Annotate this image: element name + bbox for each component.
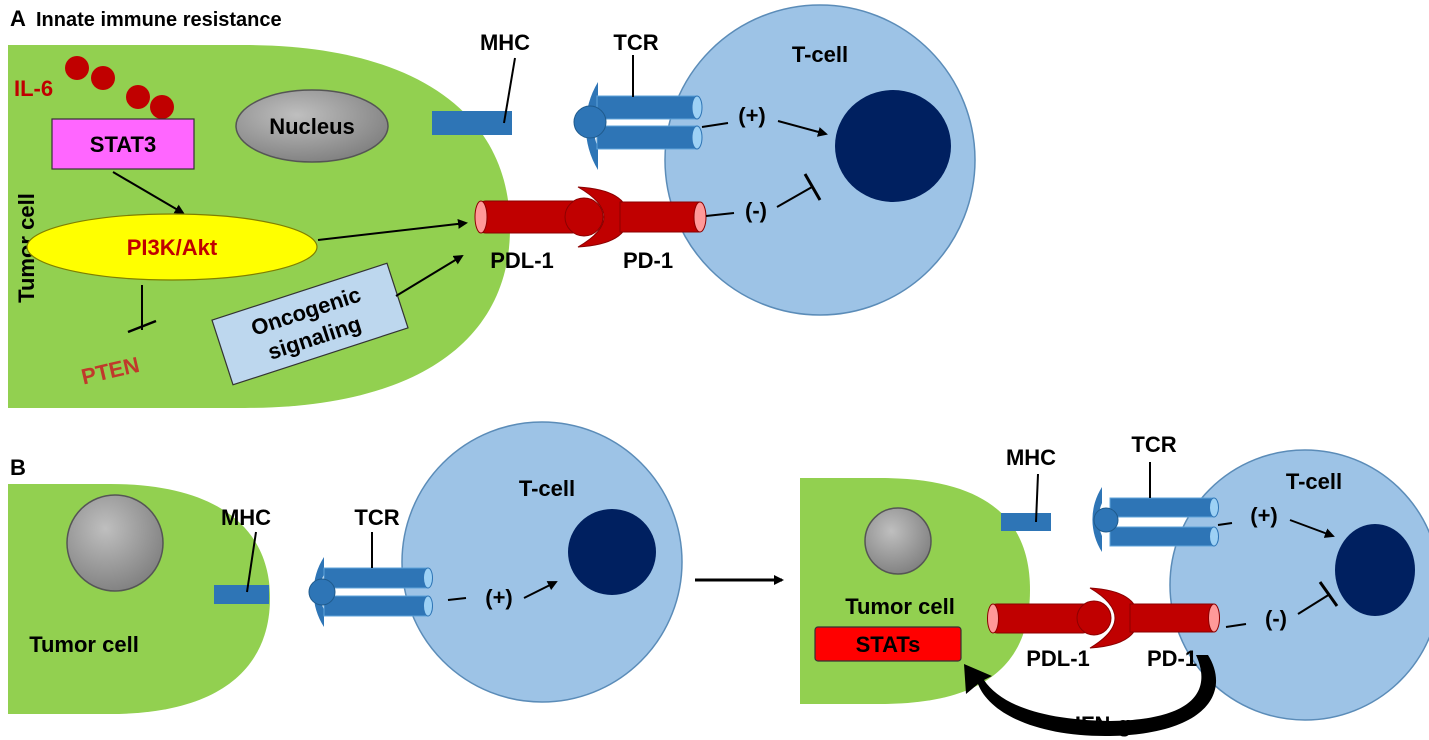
tcell-b-left xyxy=(401,421,683,703)
ifng-label: IFN-g xyxy=(1075,712,1131,737)
tcell-b-left-label: T-cell xyxy=(519,476,575,501)
tcell-a-label: T-cell xyxy=(792,42,848,67)
mhc-b-left-stem xyxy=(214,585,269,604)
plus-b-right-arrow xyxy=(1289,519,1335,538)
pdl1-a-label: PDL-1 xyxy=(490,248,554,273)
tcr-b-left-bar-top xyxy=(323,567,429,589)
tumor-cell-b-right-label: Tumor cell xyxy=(845,594,955,619)
tcell-b-right-label: T-cell xyxy=(1286,469,1342,494)
panel-b-letter: B xyxy=(10,455,26,480)
arrow-pi3k-pdl1 xyxy=(317,218,468,241)
panel-a-title: Innate immune resistance xyxy=(36,9,282,31)
minus-a-inhibit-bar xyxy=(803,173,822,201)
tcr-b-left-ligand xyxy=(308,578,336,606)
pd1-a-bar xyxy=(619,201,701,233)
mhc-a-pointer xyxy=(503,57,516,124)
nucleus-b-left xyxy=(66,494,164,592)
tcr-a-bar-top xyxy=(596,95,698,120)
tcr-b-left-bar-top-end xyxy=(423,567,433,589)
mhc-a-stem xyxy=(432,111,512,135)
tcr-a-bar-bottom-end xyxy=(691,125,703,150)
tcr-b-right-bar-top-end xyxy=(1209,497,1219,518)
pd1-a-label: PD-1 xyxy=(623,248,673,273)
pdl1-b-right-ligand xyxy=(1076,600,1112,636)
plus-b-right-line xyxy=(1217,522,1233,526)
il6-dot-2 xyxy=(91,66,115,90)
nucleus-a-label: Nucleus xyxy=(269,114,355,139)
il6-dot-1 xyxy=(65,56,89,80)
plus-a-line-1 xyxy=(701,122,729,128)
mhc-b-right-stem xyxy=(1001,513,1051,531)
stat3-box xyxy=(51,118,195,170)
tcr-b-right-bar-top xyxy=(1109,497,1215,518)
il6-dot-4 xyxy=(150,95,174,119)
mhc-b-left-label: MHC xyxy=(221,505,271,530)
tcell-b-right xyxy=(1169,449,1429,721)
mhc-a-label: MHC xyxy=(480,30,530,55)
tcr-b-left-bar-bottom xyxy=(323,595,429,617)
pd1-b-right-bar-end xyxy=(1208,603,1220,633)
arrow-stat3-pi3k xyxy=(112,171,185,215)
minus-b-right-line xyxy=(1225,623,1247,628)
tcr-a-ligand xyxy=(573,105,607,139)
pi3k-label: PI3K/Akt xyxy=(127,235,218,260)
inhibit-pi3k-pten-bar xyxy=(127,319,157,334)
nucleus-a xyxy=(235,89,389,163)
plus-b-left-label: (+) xyxy=(485,585,513,610)
tcr-a-label: TCR xyxy=(613,30,658,55)
stats-label: STATs xyxy=(856,632,921,657)
arrow-onco-pdl1 xyxy=(395,254,464,297)
plus-b-left-line xyxy=(447,597,467,601)
pdl1-b-right-bar-end xyxy=(987,603,999,634)
il6-dot-3 xyxy=(126,85,150,109)
tumor-cell-b-left-label: Tumor cell xyxy=(29,632,139,657)
tcr-b-right-ligand xyxy=(1093,507,1119,533)
tcr-b-right-bar-bottom-end xyxy=(1209,526,1219,547)
tcr-b-right-bar-bottom xyxy=(1109,526,1215,547)
plus-b-left-arrow xyxy=(523,581,558,599)
tcr-b-left-label: TCR xyxy=(354,505,399,530)
nucleus-b-right xyxy=(864,507,932,575)
tcr-a-bar-top-end xyxy=(691,95,703,120)
minus-a-inhibit-line xyxy=(776,186,813,208)
tcell-a-nucleus xyxy=(835,90,951,202)
minus-b-right-label: (-) xyxy=(1265,606,1287,631)
minus-a-line xyxy=(705,212,735,217)
panel-a-letter: A xyxy=(10,6,26,31)
minus-b-right-inhibit-bar xyxy=(1318,581,1339,607)
pd1-b-right-label: PD-1 xyxy=(1147,646,1197,671)
pi3k-ellipse xyxy=(26,213,318,281)
stat3-label: STAT3 xyxy=(90,132,156,157)
stats-box xyxy=(814,626,962,662)
pdl1-b-right-label: PDL-1 xyxy=(1026,646,1090,671)
minus-b-right-inhibit-line xyxy=(1297,593,1331,615)
minus-a-label: (-) xyxy=(745,198,767,223)
tcr-b-right-label: TCR xyxy=(1131,432,1176,457)
plus-a-arrow xyxy=(777,120,828,137)
mhc-b-left-pointer xyxy=(246,531,257,593)
pdl1-a-ligand xyxy=(564,197,604,237)
tcell-b-left-nucleus xyxy=(568,509,656,595)
tcr-a-bar-bottom xyxy=(596,125,698,150)
pdl1-b-right-bar xyxy=(989,603,1091,634)
il6-label: IL-6 xyxy=(14,76,53,101)
pd1-b-right-bar xyxy=(1129,603,1215,633)
tcr-b-left-bar-bottom-end xyxy=(423,595,433,617)
plus-b-right-label: (+) xyxy=(1250,503,1278,528)
tcell-a xyxy=(664,4,976,316)
plus-a-label: (+) xyxy=(738,103,766,128)
pd1-b-right-cup xyxy=(1089,587,1139,649)
pd1-a-bar-end xyxy=(693,201,707,233)
mhc-b-right-pointer xyxy=(1035,473,1039,523)
ifng-feedback-arrow xyxy=(964,655,1217,737)
mhc-b-right-label: MHC xyxy=(1006,445,1056,470)
pdl1-a-bar-end xyxy=(474,200,488,234)
tcell-b-right-nucleus xyxy=(1335,524,1415,616)
